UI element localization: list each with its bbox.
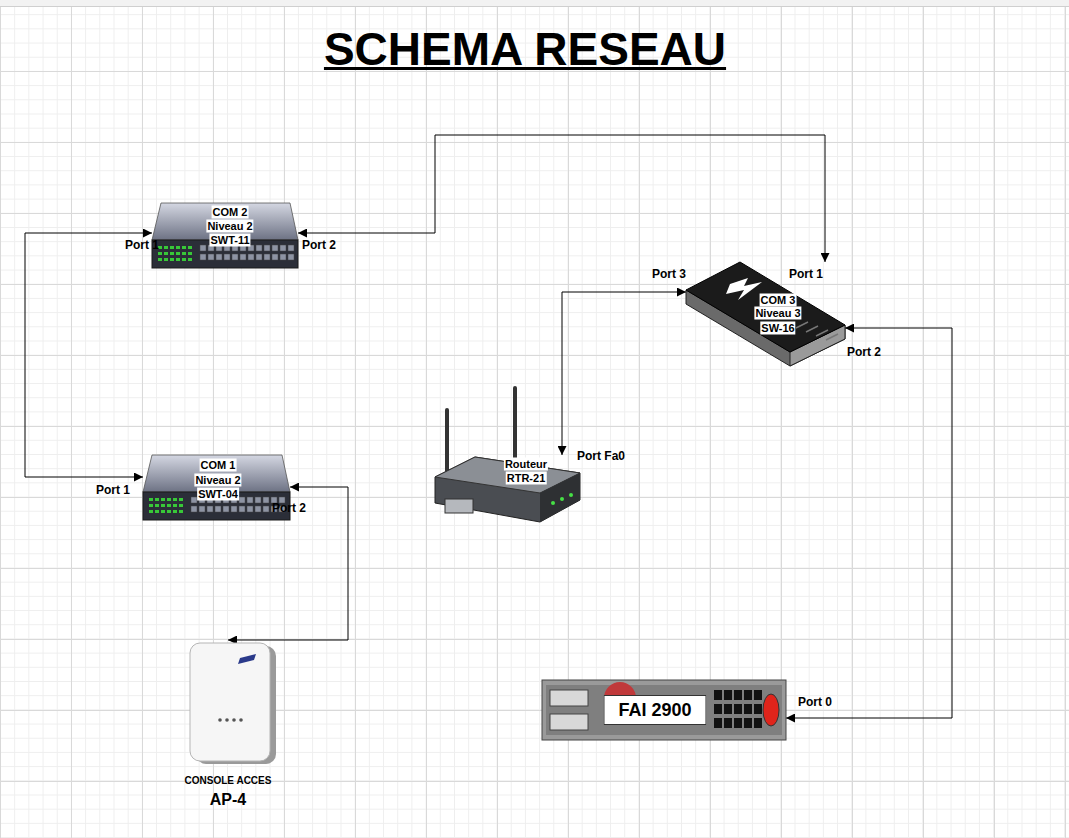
port-label: Port 2 [847,345,881,359]
port-label: Port 1 [789,267,823,281]
port-label: Port 2 [302,238,336,252]
device-label: COM 2 [212,206,249,219]
port-label: Port 1 [125,238,159,252]
device-label: AP-4 [209,791,247,809]
device-label: FAI 2900 [603,695,706,725]
device-label: COM 3 [760,294,797,307]
access-point: CONSOLE ACCES AP-4 [160,640,300,810]
network-link [25,233,152,477]
device-label: Routeur [504,458,548,471]
port-label: Port Fa0 [577,449,625,463]
router: RouteurRTR-21 [435,455,580,522]
device-label: Niveau 3 [754,307,801,320]
device-label: SWT-11 [209,234,250,247]
network-link [786,328,952,718]
port-label: Port 2 [272,501,306,515]
device-label: Niveau 2 [194,474,241,487]
device-label: CONSOLE ACCES [184,775,273,787]
top-bar [0,0,1069,7]
diagram-title: SCHEMA RESEAU [324,22,726,76]
switch-l2: COM 1 Niveau 2SWT-04 [143,452,290,520]
port-label: Port 1 [96,483,130,497]
port-label: Port 0 [798,695,832,709]
port-label: Port 3 [652,267,686,281]
device-label: COM 1 [200,459,237,472]
device-label: RTR-21 [506,472,547,485]
device-label: Niveau 2 [206,220,253,233]
device-label: SW-16 [760,322,795,335]
network-link [298,135,825,262]
device-label: SWT-04 [197,488,239,501]
isp-server: FAI 2900 [542,680,786,740]
network-link [562,292,686,455]
switch-l2: COM 2Niveau 2SWT-11 [152,200,298,268]
